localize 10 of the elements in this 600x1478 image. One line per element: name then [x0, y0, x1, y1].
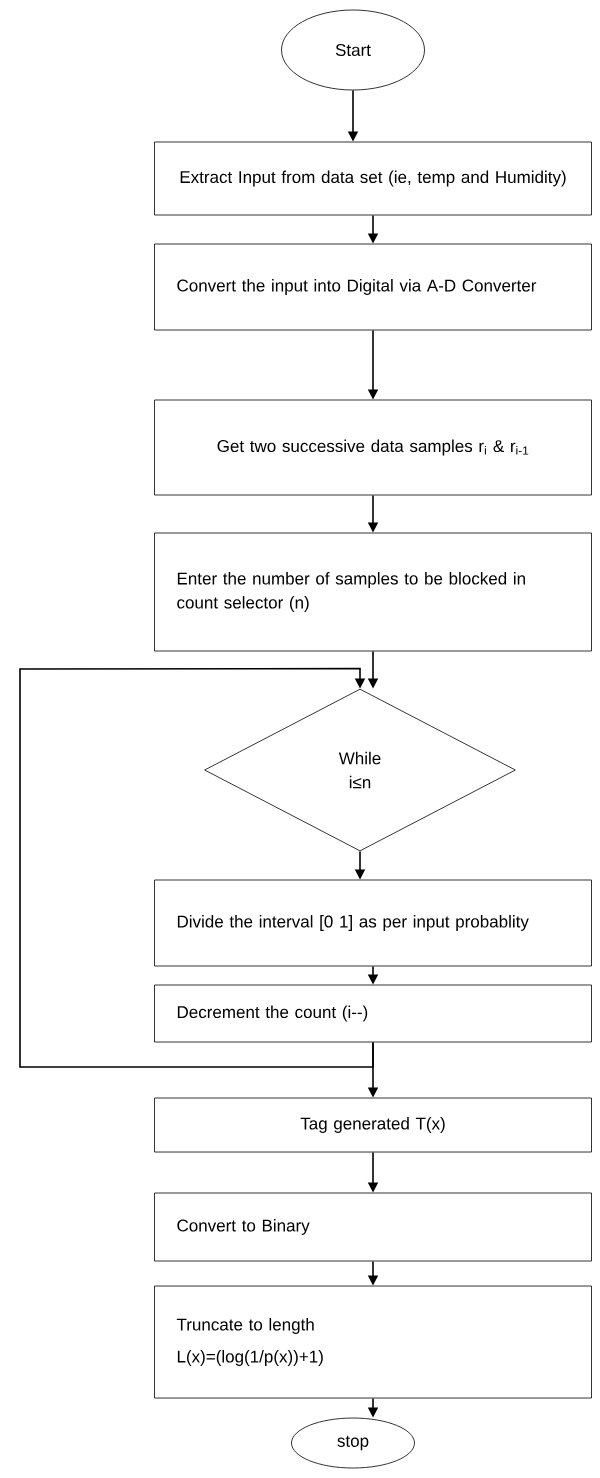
process-box: Get two successive data samples r$_{i}$ & r$_{i-1}$: [154, 399, 592, 496]
loop-arrow: [19, 667, 374, 1068]
process-box: Divide the interval [0 1] as per input probablity: [154, 879, 592, 967]
process-box: Enter the number of samples to be blocked in count selector (n): [154, 532, 592, 652]
process-box: Tag generated T(x): [154, 1097, 592, 1153]
process-box: Decrement the count (i--): [154, 984, 592, 1043]
process-box: Extract Input from data set (ie, temp and Humidity): [154, 141, 592, 216]
process-box: Convert to Binary: [154, 1192, 592, 1262]
process-box: Convert the input into Digital via A-D Converter: [154, 243, 592, 331]
process-box: Truncate to length L(x)=(log(1/p(x))+1): [154, 1285, 592, 1399]
